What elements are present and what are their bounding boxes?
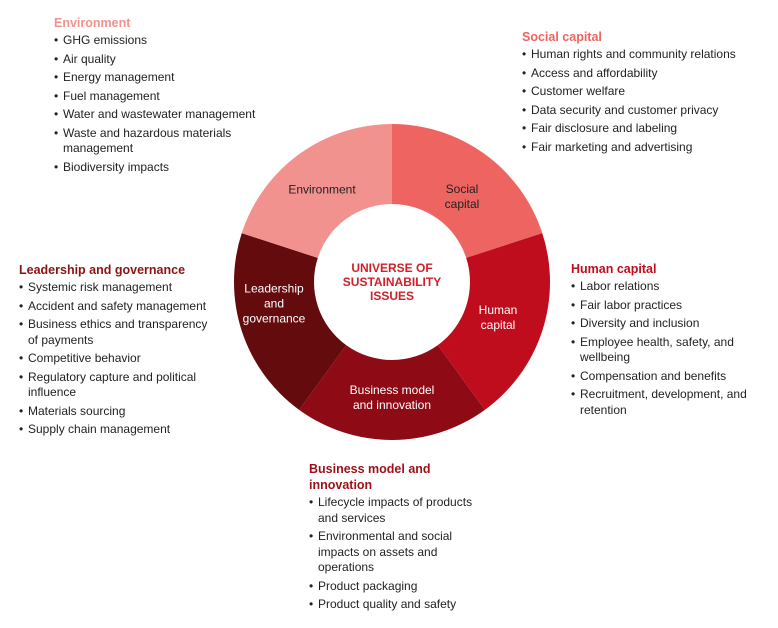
list-item: Labor relations bbox=[571, 279, 771, 295]
environment-block: EnvironmentGHG emissionsAir qualityEnerg… bbox=[54, 15, 284, 178]
list-item: Access and affordability bbox=[522, 66, 772, 82]
segment-human bbox=[437, 233, 550, 410]
segment-label-line: Leadership bbox=[244, 281, 304, 296]
human-heading: Human capital bbox=[571, 262, 657, 276]
list-item: Fair labor practices bbox=[571, 298, 771, 314]
list-item: Recruitment, development, and retention bbox=[571, 387, 771, 418]
segment-label-line: capital bbox=[480, 318, 516, 332]
center-line: SUSTAINABILITY bbox=[342, 275, 442, 289]
list-item: Fair marketing and advertising bbox=[522, 140, 772, 156]
environment-heading: Environment bbox=[54, 16, 131, 30]
list-item: Fair disclosure and labeling bbox=[522, 121, 772, 137]
segment-business bbox=[299, 345, 485, 440]
leadership-list: Systemic risk managementAccident and saf… bbox=[19, 280, 219, 438]
list-item: Product packaging bbox=[309, 579, 479, 595]
environment-list: GHG emissionsAir qualityEnergy managemen… bbox=[54, 33, 284, 175]
segment-leadership bbox=[234, 233, 347, 410]
list-item: Diversity and inclusion bbox=[571, 316, 771, 332]
segment-label-line: Social bbox=[445, 182, 479, 196]
list-item: Accident and safety management bbox=[19, 299, 219, 315]
list-item: Systemic risk management bbox=[19, 280, 219, 296]
list-item: Product quality and safety bbox=[309, 597, 479, 613]
list-item: Water and wastewater management bbox=[54, 107, 284, 123]
business-model-block: Business model and innovationLifecycle i… bbox=[309, 461, 479, 616]
segment-social bbox=[392, 124, 543, 258]
leadership-heading: Leadership and governance bbox=[19, 263, 186, 277]
list-item: Regulatory capture and political influen… bbox=[19, 370, 219, 401]
segment-label-line: Business model bbox=[349, 383, 435, 397]
business-list: Lifecycle impacts of products and servic… bbox=[309, 495, 479, 613]
segment-label-environment: Environment bbox=[288, 183, 355, 198]
list-item: Competitive behavior bbox=[19, 351, 219, 367]
list-item: Employee health, safety, and wellbeing bbox=[571, 335, 771, 366]
social-heading: Social capital bbox=[522, 30, 602, 44]
list-item: Materials sourcing bbox=[19, 404, 219, 420]
list-item: Lifecycle impacts of products and servic… bbox=[309, 495, 479, 526]
center-label: UNIVERSE OF SUSTAINABILITY ISSUES bbox=[343, 261, 441, 303]
segment-label-line: and bbox=[263, 296, 285, 311]
segment-label-line: Human bbox=[478, 303, 518, 317]
list-item: Compensation and benefits bbox=[571, 369, 771, 385]
list-item: Environmental and social impacts on asse… bbox=[309, 529, 479, 576]
segment-environment bbox=[241, 124, 392, 258]
list-item: Supply chain management bbox=[19, 422, 219, 438]
list-item: GHG emissions bbox=[54, 33, 284, 49]
list-item: Fuel management bbox=[54, 89, 284, 105]
list-item: Business ethics and transparency of paym… bbox=[19, 317, 219, 348]
list-item: Customer welfare bbox=[522, 84, 772, 100]
list-item: Waste and hazardous materials management bbox=[54, 126, 284, 157]
center-line: UNIVERSE OF bbox=[351, 261, 433, 275]
business-heading: Business model and innovation bbox=[309, 462, 431, 492]
list-item: Data security and customer privacy bbox=[522, 103, 772, 119]
segment-label-line: Environment bbox=[288, 182, 356, 197]
list-item: Human rights and community relations bbox=[522, 47, 772, 63]
segment-label-line: and innovation bbox=[352, 398, 432, 412]
human-list: Labor relationsFair labor practicesDiver… bbox=[571, 279, 771, 418]
center-line: ISSUES bbox=[369, 289, 415, 303]
segment-label-line: capital bbox=[444, 197, 480, 211]
leadership-governance-block: Leadership and governanceSystemic risk m… bbox=[19, 262, 219, 441]
human-capital-block: Human capitalLabor relationsFair labor p… bbox=[571, 261, 771, 421]
list-item: Energy management bbox=[54, 70, 284, 86]
social-list: Human rights and community relationsAcce… bbox=[522, 47, 772, 155]
list-item: Air quality bbox=[54, 52, 284, 68]
list-item: Biodiversity impacts bbox=[54, 160, 284, 176]
segment-label-line: governance bbox=[242, 311, 306, 326]
